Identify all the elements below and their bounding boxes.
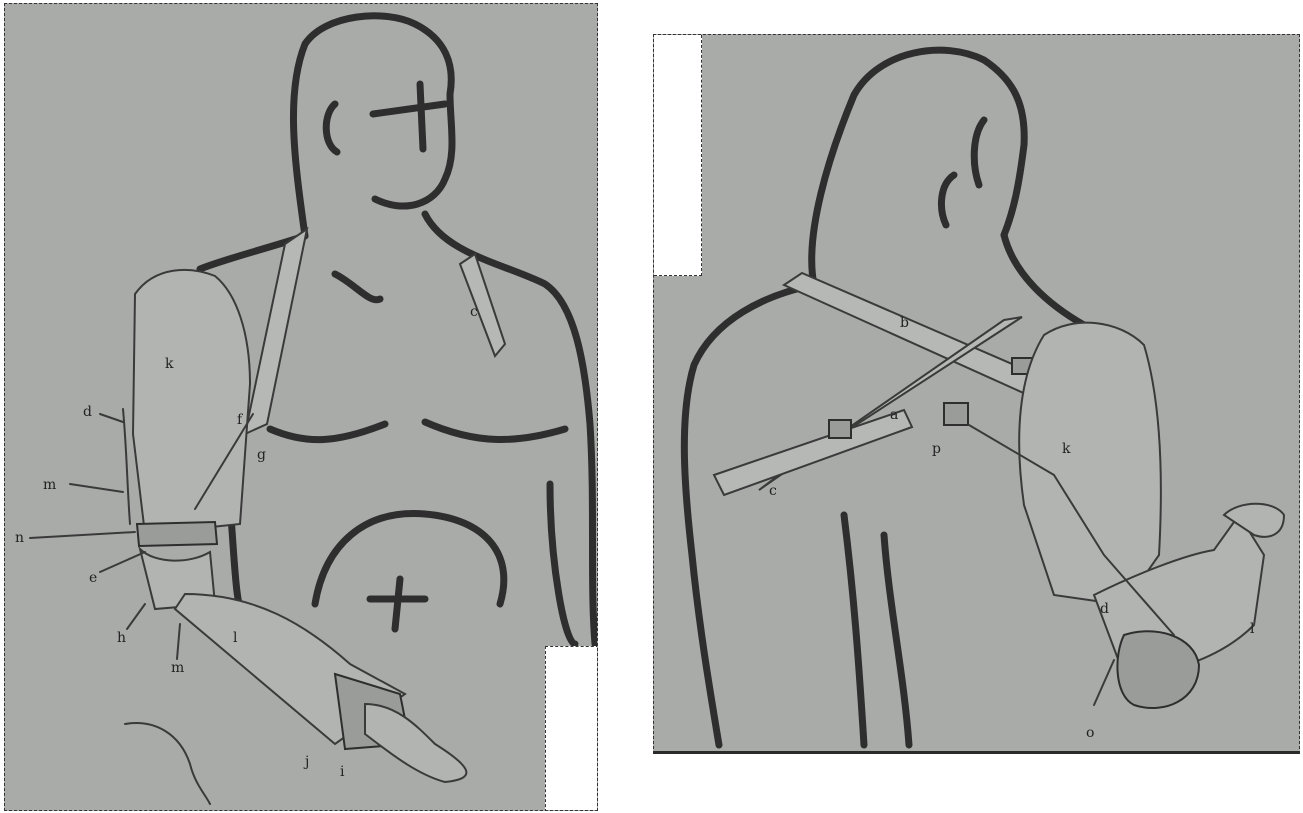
- front-label-i: i: [340, 764, 345, 780]
- front-eye-cross: [373, 84, 445, 149]
- front-strap-left: [245, 229, 307, 434]
- back-leader-o: [1094, 660, 1114, 705]
- front-elbow-ring: [137, 522, 217, 546]
- front-label-j: j: [303, 754, 309, 770]
- back-label-p: p: [932, 441, 941, 457]
- front-chest: [270, 422, 565, 440]
- front-label-g: g: [257, 447, 266, 463]
- front-right-side: [550, 484, 575, 644]
- front-label-k: k: [165, 356, 174, 372]
- front-label-c: c: [470, 304, 478, 320]
- front-stray-line: [125, 723, 210, 804]
- back-label-o: o: [1086, 725, 1094, 741]
- back-label-c: c: [769, 483, 777, 499]
- back-view-panel: b a p c k d l o: [653, 34, 1300, 754]
- front-label-l: l: [233, 630, 238, 646]
- front-head-outline: [293, 16, 452, 236]
- back-label-a: a: [890, 407, 898, 423]
- front-upper-arm-socket: [133, 270, 250, 534]
- front-leader-e: [100, 552, 145, 572]
- back-strap-c: [714, 410, 912, 495]
- front-label-h: h: [117, 630, 126, 646]
- back-right-shoulder: [1004, 235, 1084, 325]
- back-spine-right: [884, 535, 909, 745]
- back-label-k: k: [1062, 441, 1071, 457]
- back-upper-arm-socket: [1019, 323, 1161, 605]
- front-ear: [326, 104, 337, 152]
- back-label-l: l: [1250, 621, 1255, 637]
- back-label-d: d: [1100, 601, 1109, 617]
- front-collar: [335, 274, 380, 300]
- back-elbow-unit: [1117, 631, 1199, 708]
- front-control-cable-d: [123, 409, 130, 524]
- back-left-shoulder: [684, 285, 814, 745]
- back-buckle-left: [829, 420, 851, 438]
- front-leader-m: [70, 484, 123, 492]
- front-strap-right: [460, 254, 505, 356]
- back-spine-left: [844, 515, 864, 745]
- front-view-drawing: k d m n e h m l j i f g c: [5, 4, 597, 810]
- front-label-m-upper: m: [43, 477, 56, 493]
- front-navel-cross: [370, 579, 425, 629]
- back-buckle-center: [944, 403, 968, 425]
- back-label-b: b: [900, 315, 909, 331]
- front-leader-m2: [177, 624, 180, 659]
- back-corner-cutout: [654, 35, 702, 276]
- front-label-e: e: [89, 570, 97, 586]
- front-view-panel: k d m n e h m l j i f g c: [4, 3, 598, 811]
- front-leader-n: [30, 532, 135, 538]
- front-leader-d: [100, 414, 123, 422]
- front-corner-cutout: [545, 646, 598, 811]
- front-abdomen: [315, 514, 504, 604]
- front-label-n: n: [15, 530, 24, 546]
- front-label-d: d: [83, 404, 92, 420]
- front-leader-h: [127, 604, 145, 629]
- back-ear: [941, 120, 984, 225]
- back-head-outline: [812, 50, 1024, 285]
- front-hook-terminal: [365, 704, 466, 782]
- front-label-m-lower: m: [171, 660, 184, 676]
- back-view-drawing: b a p c k d l o: [654, 35, 1299, 751]
